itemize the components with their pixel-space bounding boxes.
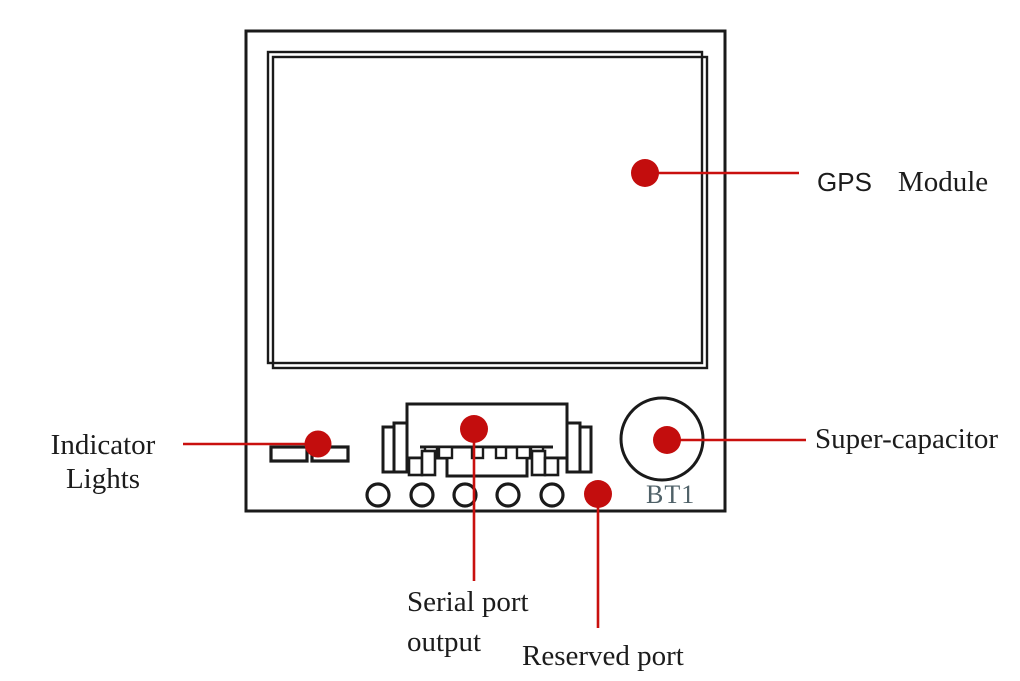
connector-pin-4: [494, 445, 508, 460]
indicator-led-1: [269, 445, 309, 463]
bt1-designator: BT1: [646, 480, 696, 509]
gps-module-label-word1: GPS: [817, 167, 872, 197]
callout-dot-gps: [631, 159, 659, 187]
gps-module-label: GPS Module: [817, 167, 988, 197]
connector-pin-2: [437, 445, 454, 460]
supercapacitor-label: Super-capacitor: [815, 423, 998, 455]
callout-dot-indicator: [304, 430, 332, 458]
connector-socket-opening: [445, 445, 529, 478]
connector-pin-3: [470, 445, 485, 460]
indicator-lights-label: Indicator Lights: [46, 428, 160, 496]
connector-foot-left-inner: [420, 449, 437, 477]
connector-pin-5: [515, 445, 532, 460]
gps-module-label-word2: Module: [897, 166, 989, 198]
callout-lines: [183, 171, 806, 628]
callout-dots: [304, 159, 681, 508]
gps-module-outline-inner: [271, 55, 709, 370]
connector-flange-right-inner: [565, 421, 582, 474]
connector-flange-right-outer: [578, 425, 593, 474]
connector-foot-left-outer: [407, 456, 424, 477]
through-holes: [365, 482, 565, 508]
through-hole-5: [539, 482, 565, 508]
callout-dot-reserved: [584, 480, 612, 508]
indicator-lights-label-line2: Lights: [65, 463, 141, 495]
connector-flange-left-inner: [392, 421, 409, 474]
through-hole-1: [365, 482, 391, 508]
indicator-lights-label-line1: Indicator: [50, 429, 156, 461]
serial-port-output-label-line1: Serial port: [407, 586, 529, 618]
serial-connector: [381, 402, 593, 478]
callout-dot-serial: [460, 415, 488, 443]
gps-module-outline-outer: [266, 50, 704, 365]
through-hole-4: [495, 482, 521, 508]
connector-foot-right-outer: [543, 456, 560, 477]
serial-port-output-label: Serial port output: [407, 582, 529, 662]
reserved-port-label: Reserved port: [522, 640, 684, 672]
through-hole-2: [409, 482, 435, 508]
serial-port-output-label-line2: output: [407, 626, 482, 658]
connector-foot-right-inner: [530, 449, 547, 477]
through-hole-3: [452, 482, 478, 508]
connector-flange-left-outer: [381, 425, 396, 474]
callout-dot-supercapacitor: [653, 426, 681, 454]
